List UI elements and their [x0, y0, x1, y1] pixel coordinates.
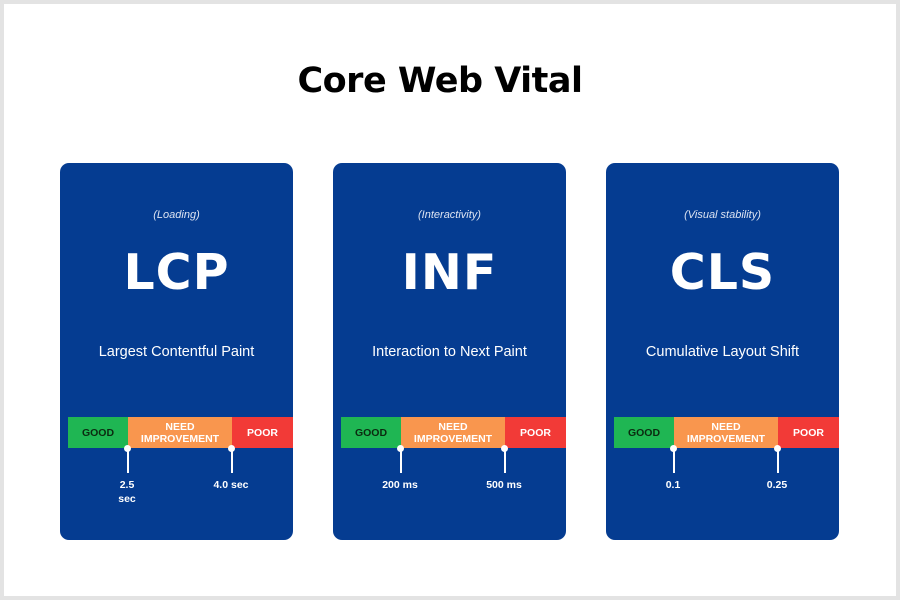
card-lcp: (Loading) LCP Largest Contentful Paint G… — [60, 163, 293, 540]
card-category: (Loading) — [153, 209, 200, 221]
threshold-marker-line — [399, 448, 402, 473]
segment-good: GOOD — [614, 417, 674, 448]
card-category: (Visual stability) — [684, 209, 761, 221]
card-abbreviation: CLS — [669, 244, 776, 301]
card-cls: (Visual stability) CLS Cumulative Layout… — [606, 163, 839, 540]
segment-good: GOOD — [68, 417, 128, 448]
segment-need-improvement: NEED IMPROVEMENT — [128, 417, 232, 448]
threshold-marker-line — [230, 448, 233, 473]
threshold-bar: GOOD NEED IMPROVEMENT POOR — [614, 417, 839, 448]
threshold-label-1: 0.1 — [665, 479, 681, 491]
card-inf: (Interactivity) INF Interaction to Next … — [333, 163, 566, 540]
threshold-label-2: 0.25 — [766, 479, 788, 491]
segment-poor: POOR — [505, 417, 566, 448]
segment-need-improvement: NEED IMPROVEMENT — [674, 417, 778, 448]
card-full-name: Cumulative Layout Shift — [645, 344, 800, 360]
card-category: (Interactivity) — [418, 209, 481, 221]
threshold-marker-line — [503, 448, 506, 473]
card-abbreviation: INF — [401, 244, 498, 301]
segment-poor: POOR — [778, 417, 839, 448]
threshold-label-2: 500 ms — [486, 479, 522, 491]
segment-good: GOOD — [341, 417, 401, 448]
card-full-name: Largest Contentful Paint — [98, 344, 255, 360]
threshold-marker-line — [776, 448, 779, 473]
threshold-label-1: 2.5 sec — [118, 479, 136, 505]
card-abbreviation: LCP — [123, 244, 230, 301]
page-title: Core Web Vital — [297, 61, 583, 101]
threshold-label-1: 200 ms — [382, 479, 418, 491]
threshold-marker-line — [126, 448, 129, 473]
canvas: Core Web Vital (Loading) LCP Largest Con… — [4, 4, 896, 596]
threshold-bar: GOOD NEED IMPROVEMENT POOR — [341, 417, 566, 448]
threshold-bar: GOOD NEED IMPROVEMENT POOR — [68, 417, 293, 448]
threshold-label-2: 4.0 sec — [213, 479, 249, 491]
card-full-name: Interaction to Next Paint — [372, 344, 527, 360]
threshold-marker-line — [672, 448, 675, 473]
segment-poor: POOR — [232, 417, 293, 448]
segment-need-improvement: NEED IMPROVEMENT — [401, 417, 505, 448]
